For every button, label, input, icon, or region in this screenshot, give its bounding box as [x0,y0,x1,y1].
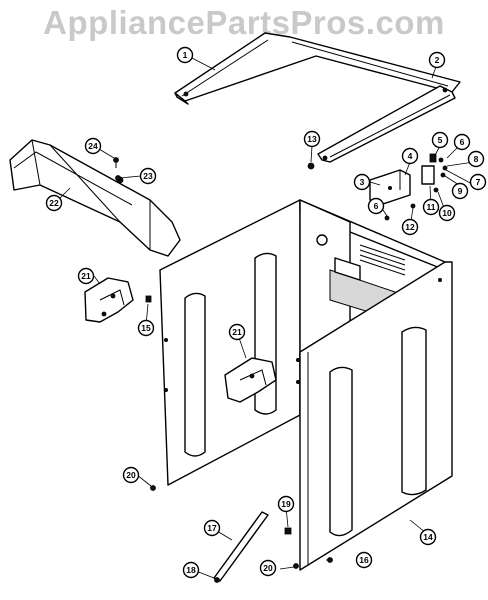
callout-2: 2 [428,51,446,69]
callout-6: 6 [453,133,471,151]
callout-label: 21 [232,327,242,337]
callout-18: 18 [182,561,200,579]
callout-15: 15 [137,319,155,337]
callout-1: 1 [176,46,194,64]
callout-label: 12 [405,222,415,232]
callout-label: 2 [435,55,440,65]
callout-label: 24 [88,141,98,151]
callout-label: 6 [460,137,465,147]
clip-part [145,295,152,303]
callout-label: 1 [183,50,188,60]
callout-6: 6 [367,197,385,215]
callout-12: 12 [401,218,419,236]
callout-24: 24 [84,137,102,155]
callout-label: 11 [427,202,436,212]
callout-label: 9 [458,186,463,196]
callout-20: 20 [122,466,140,484]
top-frame-part [174,32,461,163]
bracket-part [84,277,134,323]
callout-19: 19 [277,495,295,513]
callout-label: 16 [359,555,369,565]
callout-label: 13 [307,134,317,144]
callout-label: 20 [126,470,136,480]
callout-label: 20 [263,563,273,573]
callout-10: 10 [438,204,456,222]
callout-4: 4 [401,147,419,165]
callout-label: 10 [442,208,452,218]
callout-label: 18 [186,565,196,575]
screw-part [150,485,156,491]
callout-label: 5 [438,135,443,145]
switch-part [384,153,448,221]
callout-13: 13 [303,130,321,148]
callout-label: 22 [49,198,59,208]
rod-part [213,511,269,583]
callout-8: 8 [467,150,485,168]
callout-23: 23 [139,167,157,185]
callout-7: 7 [469,173,487,191]
callout-11: 11 [422,198,440,216]
callout-3: 3 [353,173,371,191]
callout-label: 15 [141,323,151,333]
clip-part [284,527,292,535]
clip-part [307,162,315,170]
callout-label: 6 [374,201,379,211]
console-part [9,139,181,257]
callout-22: 22 [45,194,63,212]
callout-label: 3 [360,177,365,187]
callout-label: 23 [143,171,153,181]
callout-14: 14 [419,528,437,546]
watermark: AppliancePartsPros.com [43,4,445,41]
callout-label: 14 [423,532,433,542]
screw-part [293,563,299,569]
callout-label: 7 [476,177,481,187]
screw-part [113,157,121,181]
callout-label: 19 [281,499,291,509]
callout-20: 20 [259,559,277,577]
callout-9: 9 [451,182,469,200]
callout-21: 21 [228,323,246,341]
cabinet-part [159,199,453,571]
callout-label: 17 [207,523,217,533]
bracket-part [224,357,277,403]
callout-label: 4 [408,151,413,161]
callout-16: 16 [355,551,373,569]
callout-17: 17 [203,519,221,537]
callout-label: 8 [474,154,479,164]
callout-21: 21 [77,267,95,285]
callout-5: 5 [431,131,449,149]
bracket-part [369,169,411,206]
callout-label: 21 [81,271,91,281]
